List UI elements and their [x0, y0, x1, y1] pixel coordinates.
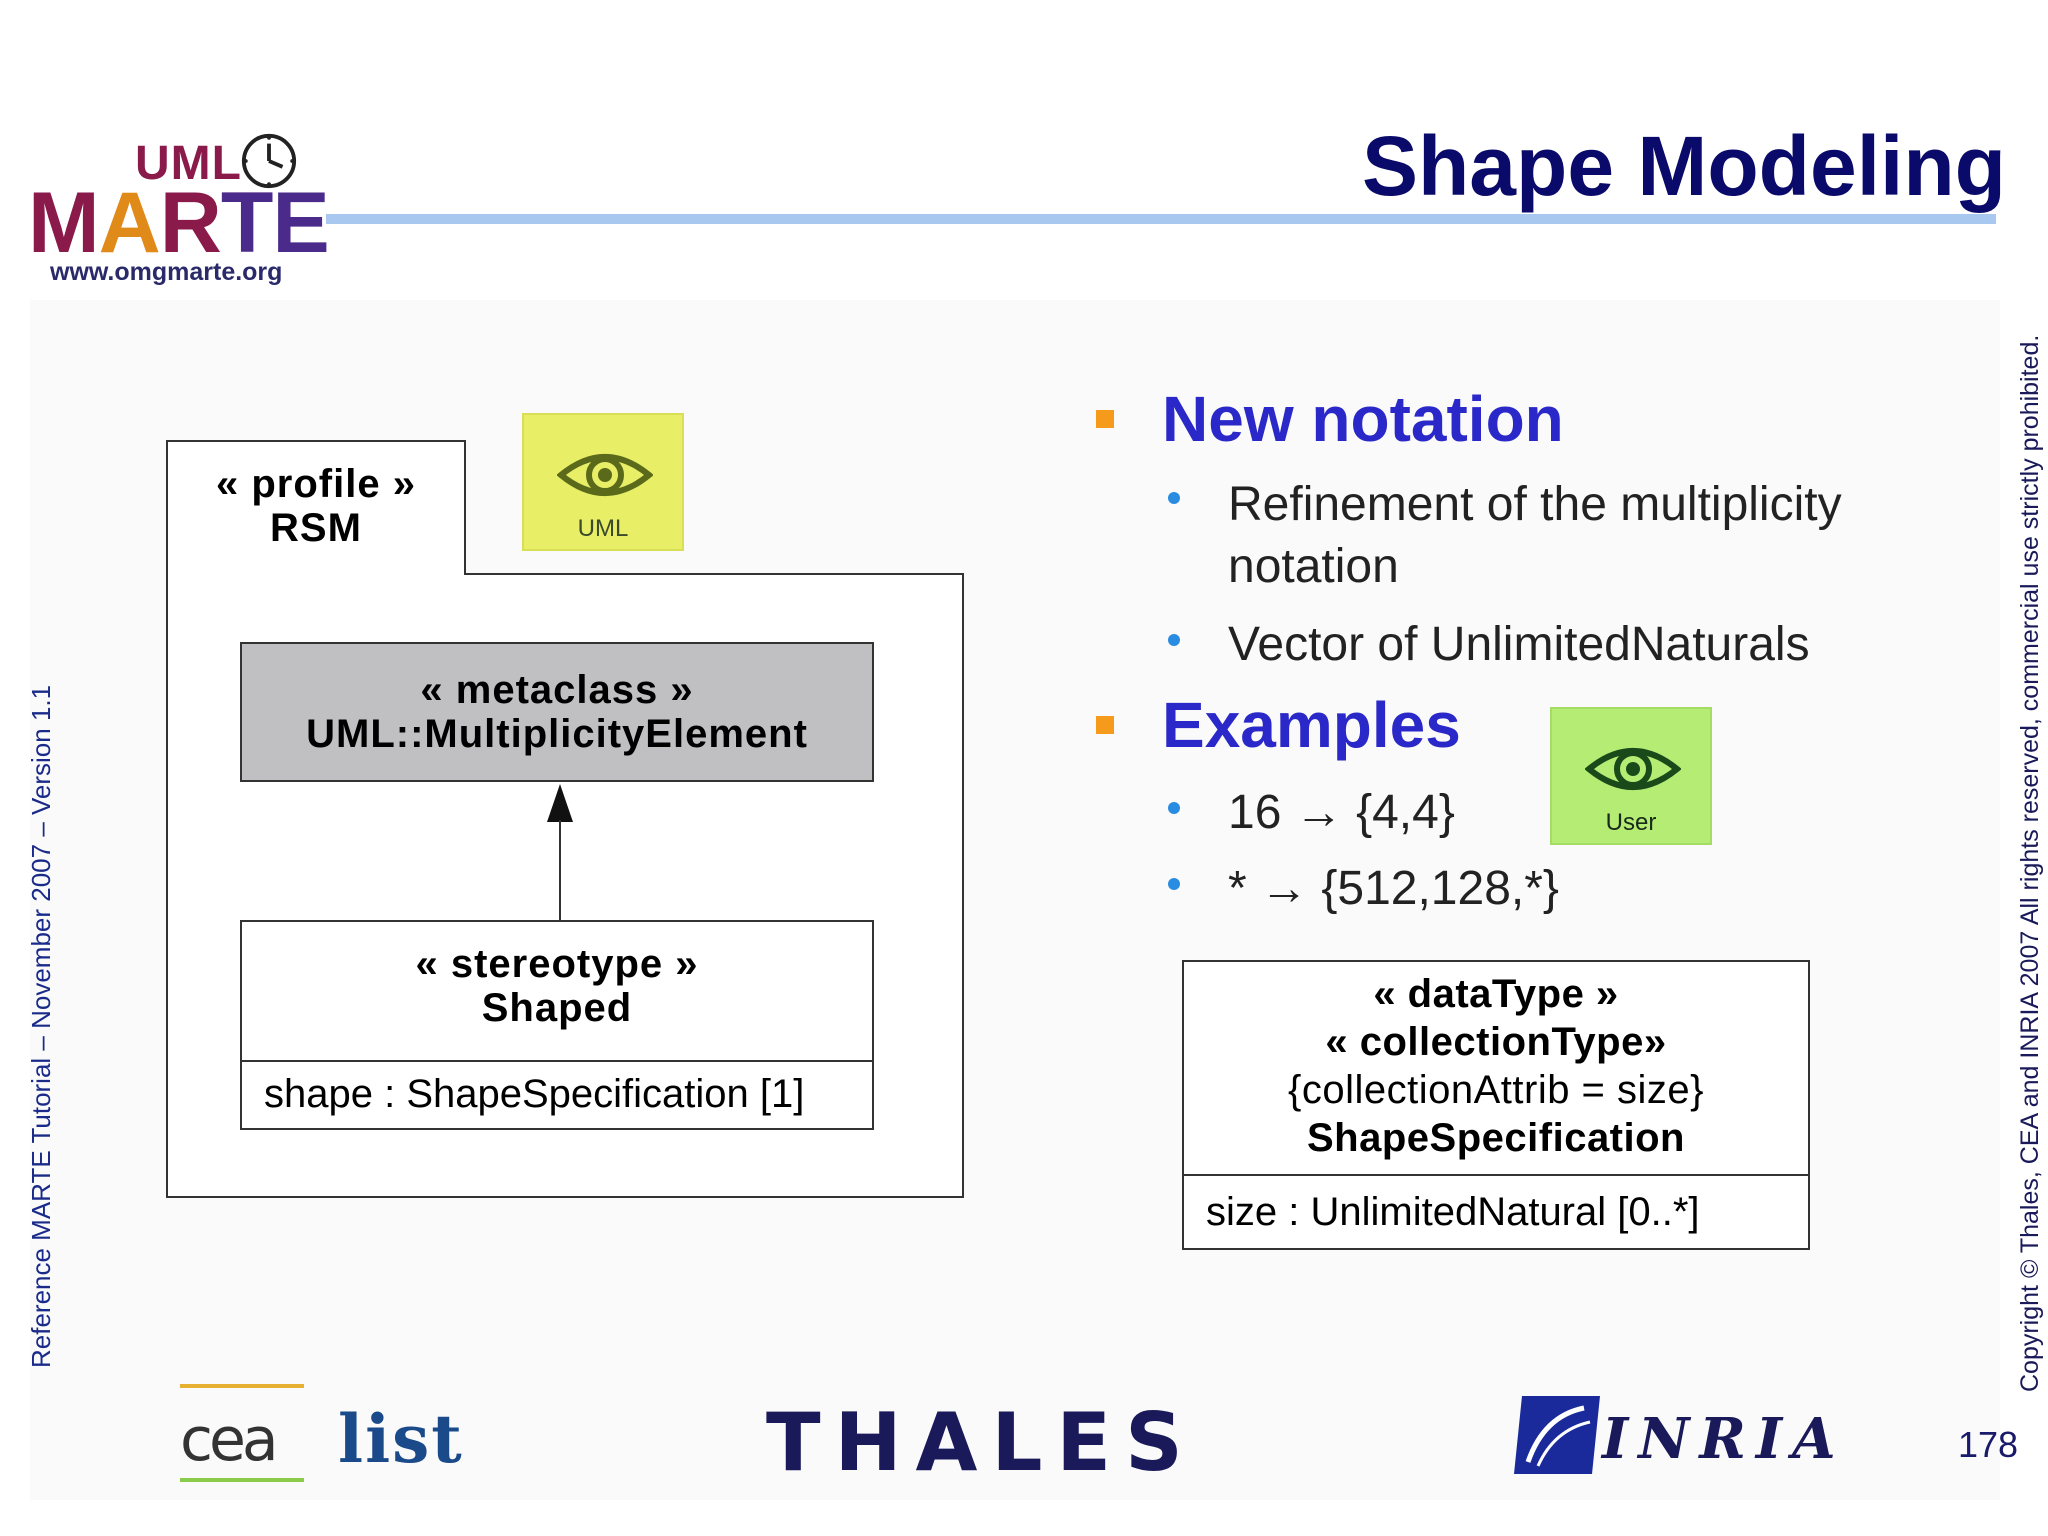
side-footer-left: Reference MARTE Tutorial – November 2007… [26, 684, 56, 1368]
example-item: * → {512,128,*} [1228, 862, 1559, 915]
title-underline [326, 214, 1996, 224]
thales-logo: THALES [766, 1396, 1197, 1489]
eye-icon [557, 454, 653, 496]
uml-badge-label: UML [577, 515, 629, 542]
eye-icon [1585, 748, 1681, 790]
datatype-attribute: size : UnlimitedNatural [0..*] [1184, 1174, 1808, 1248]
bullet-item: Vector of UnlimitedNaturals [1228, 618, 1810, 671]
cea-logo: cea [180, 1405, 279, 1475]
bullet-dot [1168, 802, 1180, 814]
datatype-keyword: « dataType » [1373, 972, 1619, 1016]
example-item: 16 → {4,4} [1228, 786, 1455, 839]
heading-new-notation: New notation [1162, 383, 1564, 455]
collectiontype-keyword: « collectionType» [1325, 1020, 1667, 1064]
bullet-dot [1168, 492, 1180, 504]
bullet-dot [1168, 634, 1180, 646]
profile-package-tab: « profile » RSM [166, 440, 466, 575]
clock-icon [241, 133, 297, 189]
datatype-name: ShapeSpecification [1307, 1116, 1685, 1160]
copyright-notice: Copyright © Thales, CEA and INRIA 2007 A… [2016, 334, 2044, 1392]
user-badge: User [1550, 707, 1712, 845]
bullet-square [1096, 716, 1114, 734]
inria-logo: INRIA [1602, 1406, 1846, 1472]
collection-attrib: {collectionAttrib = size} [1287, 1068, 1705, 1112]
user-badge-label: User [1605, 809, 1657, 836]
cea-logo-bottom-bar [180, 1478, 304, 1482]
profile-name: RSM [270, 506, 362, 550]
logo-marte: MARTE [28, 175, 330, 271]
page-title: Shape Modeling [1361, 119, 2006, 213]
extension-arrow [547, 784, 573, 922]
profile-stereotype: « profile » [216, 462, 416, 506]
bullet-dot [1168, 878, 1180, 890]
page-number: 178 [1958, 1424, 2019, 1465]
stereotype-attribute: shape : ShapeSpecification [1] [242, 1060, 872, 1128]
stereotype-keyword: « stereotype » [415, 942, 699, 986]
stereotype-name: Shaped [481, 986, 633, 1030]
datatype-box: « dataType » « collectionType» {collecti… [1182, 960, 1810, 1250]
cea-logo-top-bar [180, 1384, 304, 1388]
bullet-square [1096, 410, 1114, 428]
metaclass-name: UML::MultiplicityElement [306, 712, 808, 756]
uml-badge: UML [522, 413, 684, 551]
logo-url: www.omgmarte.org [50, 258, 283, 286]
list-logo: list [338, 1400, 464, 1478]
logo-uml-text: UML [135, 137, 242, 190]
metaclass-box: « metaclass » UML::MultiplicityElement [240, 642, 874, 782]
metaclass-stereotype: « metaclass » [420, 668, 694, 712]
stereotype-box: « stereotype » Shaped shape : ShapeSpeci… [240, 920, 874, 1130]
heading-examples: Examples [1162, 689, 1461, 761]
bullet-item-continued: notation [1228, 540, 1399, 593]
bullet-item: Refinement of the multiplicity [1228, 478, 1842, 531]
inria-logo-mark [1514, 1396, 1600, 1474]
